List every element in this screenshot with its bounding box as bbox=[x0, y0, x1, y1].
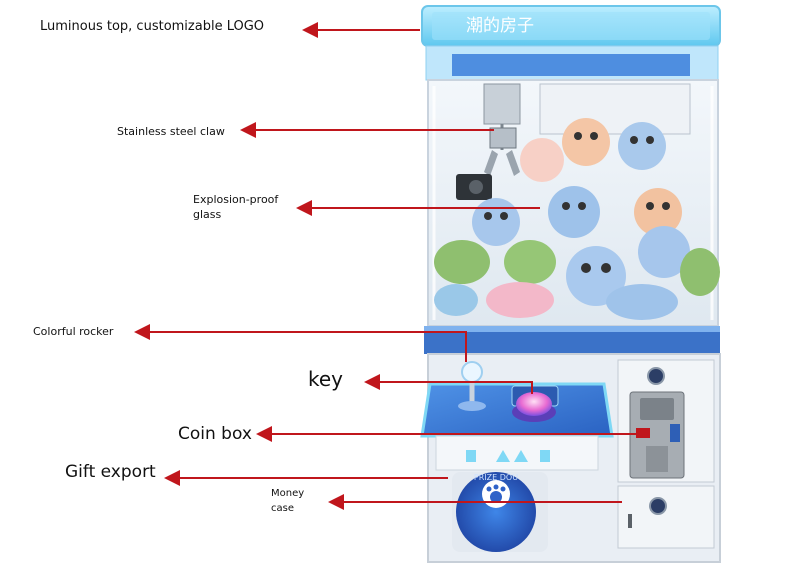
plush-prizes bbox=[434, 118, 720, 320]
label-gift-export: Gift export bbox=[65, 462, 156, 482]
label-glass-line2: glass bbox=[193, 208, 222, 221]
steel-claw bbox=[484, 124, 520, 176]
label-money-line1: Money bbox=[271, 488, 305, 499]
logo-text: 潮的房子 bbox=[466, 16, 534, 36]
label-explosion-proof-glass: Explosion-proof glass bbox=[193, 192, 278, 222]
label-luminous-top: Luminous top, customizable LOGO bbox=[40, 19, 265, 34]
label-glass-line1: Explosion-proof bbox=[193, 193, 279, 206]
gift-export-door[interactable]: PRIZE DOU bbox=[452, 472, 548, 552]
control-panel bbox=[420, 361, 614, 438]
label-key: key bbox=[308, 367, 344, 391]
label-colorful-rocker: Colorful rocker bbox=[33, 325, 114, 338]
annotation-arrows bbox=[134, 22, 648, 510]
money-case[interactable] bbox=[617, 485, 715, 549]
label-money-line2: case bbox=[271, 503, 294, 514]
arrow-rocker bbox=[134, 324, 467, 362]
gift-door-text: PRIZE DOU bbox=[474, 473, 518, 482]
key-button[interactable] bbox=[512, 392, 556, 422]
cabinet: PRIZE DOU bbox=[420, 5, 721, 563]
label-steel-claw: Stainless steel claw bbox=[117, 125, 225, 138]
coin-box[interactable] bbox=[617, 359, 715, 483]
label-coin-box: Coin box bbox=[178, 424, 252, 444]
label-money-case: Money case bbox=[271, 486, 304, 516]
arrow-key bbox=[364, 374, 533, 394]
